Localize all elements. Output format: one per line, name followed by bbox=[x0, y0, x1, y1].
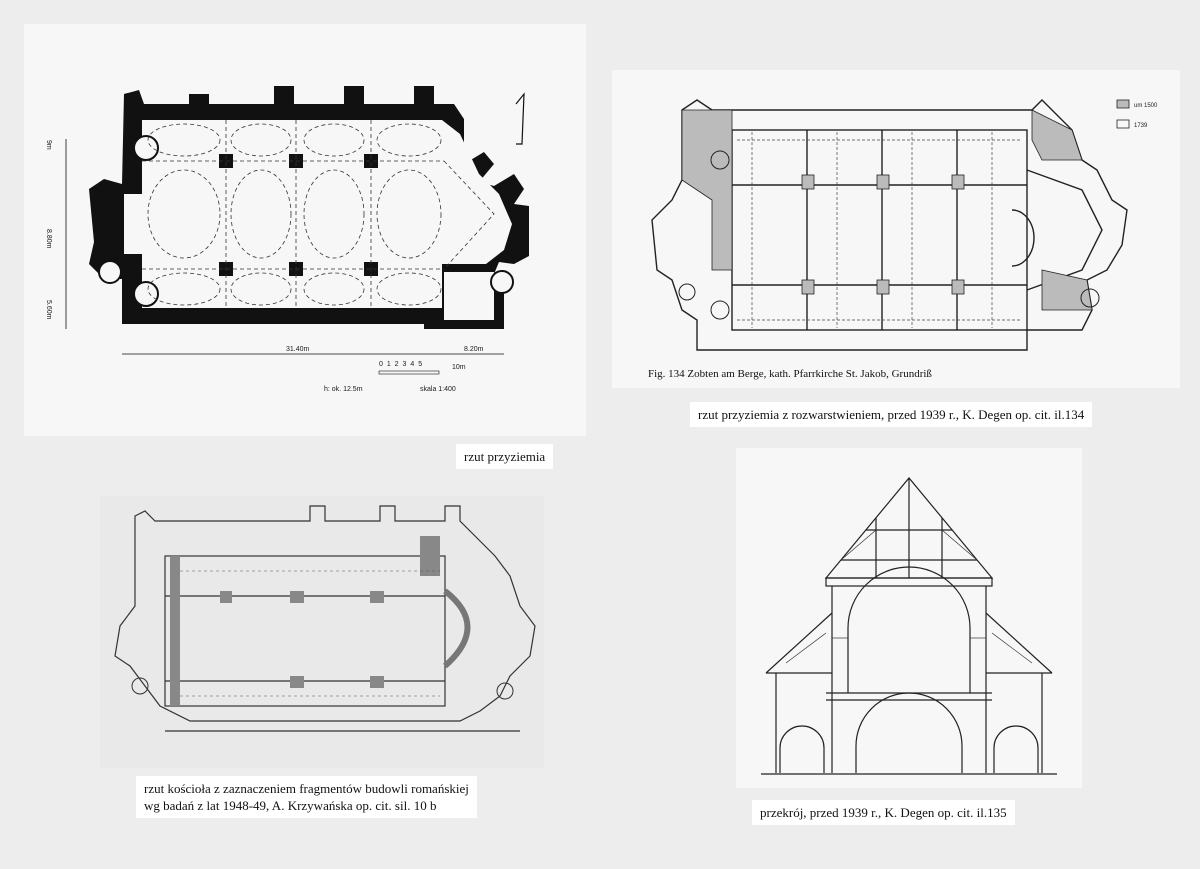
plan1-height: h: ok. 12.5m bbox=[324, 386, 363, 393]
plan1-scale-ticks: 0 1 2 3 4 5 bbox=[379, 361, 424, 368]
plan2-legend-2: 1739 bbox=[1134, 123, 1148, 129]
plan1-dim-mid: 8.80m bbox=[45, 229, 52, 249]
section-panel bbox=[736, 448, 1082, 788]
plan-romanesque-drawing bbox=[114, 505, 536, 732]
plan1-scale: skala 1:400 bbox=[420, 386, 456, 393]
plan1-dim-bottom: 5.60m bbox=[45, 300, 52, 320]
plan-ground-floor-drawing bbox=[65, 86, 529, 375]
caption-plan3-line1: rzut kościoła z zaznaczeniem fragmentów … bbox=[144, 781, 469, 796]
plan2-legend-1: um 1500 bbox=[1134, 103, 1158, 109]
plan-layered-panel: um 1500 1739 Fig. 134 Zobten am Berge, k… bbox=[612, 70, 1180, 388]
caption-plan3-line2: wg badań z lat 1948-49, A. Krzywańska op… bbox=[144, 798, 437, 813]
plan1-scale-end: 10m bbox=[452, 364, 466, 371]
caption-section: przekrój, przed 1939 r., K. Degen op. ci… bbox=[752, 800, 1015, 825]
plan-ground-floor-panel: 9m 8.80m 5.60m 31.40m 8.20m 0 1 2 3 4 5 … bbox=[24, 24, 586, 436]
plan1-length-main: 31.40m bbox=[286, 346, 310, 353]
caption-plan1: rzut przyziemia bbox=[456, 444, 554, 469]
plan-layered-drawing: um 1500 1739 Fig. 134 Zobten am Berge, k… bbox=[648, 99, 1158, 380]
section-drawing bbox=[761, 477, 1057, 775]
caption-plan3: rzut kościoła z zaznaczeniem fragmentów … bbox=[136, 776, 477, 818]
caption-plan2: rzut przyziemia z rozwarstwieniem, przed… bbox=[690, 402, 1093, 427]
plan-romanesque-panel bbox=[100, 496, 544, 768]
plan2-figure-caption: Fig. 134 Zobten am Berge, kath. Pfarrkir… bbox=[648, 368, 932, 380]
plan1-dim-top: 9m bbox=[45, 140, 52, 150]
plan1-length-apse: 8.20m bbox=[464, 346, 484, 353]
